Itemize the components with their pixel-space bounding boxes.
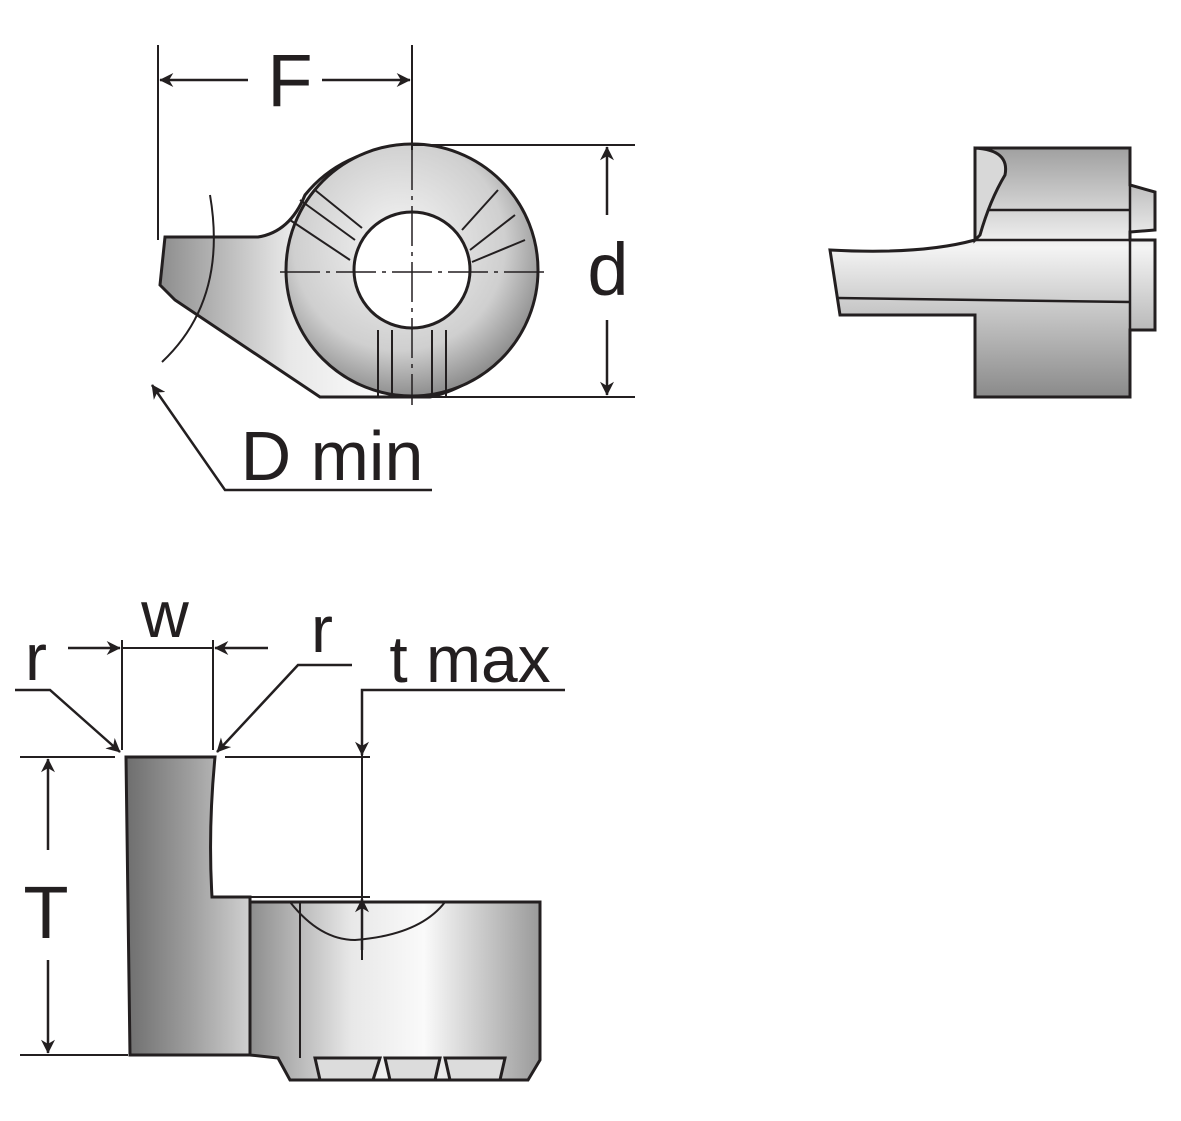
d-min-arc	[161, 194, 215, 363]
center-lines	[280, 150, 545, 405]
front-view: T w r r t max	[15, 577, 565, 1082]
label-d-min: D min	[241, 417, 424, 495]
label-t: T	[23, 871, 68, 954]
d-extension-lines	[412, 144, 635, 398]
top-view: F d D min	[150, 39, 635, 495]
r-right-leader	[216, 663, 352, 753]
base-edges	[289, 901, 446, 1058]
w-extension-lines	[121, 640, 214, 750]
label-f: F	[267, 39, 312, 122]
r-left-leader	[15, 688, 121, 753]
label-d: d	[587, 228, 628, 311]
label-r-right: r	[311, 592, 333, 666]
chip-grooves	[289, 189, 526, 397]
bottom-teeth	[313, 1056, 507, 1082]
label-w: w	[140, 577, 189, 651]
f-extension-lines	[157, 45, 413, 240]
side-chipbreaker	[973, 146, 1008, 244]
t-max-arrow-top	[355, 688, 565, 756]
d-min-leader	[150, 384, 432, 492]
label-t-max: t max	[389, 622, 550, 696]
side-view	[828, 146, 1157, 399]
side-edges	[837, 185, 1132, 330]
cutting-blade	[124, 755, 252, 1057]
t-extension-lines	[20, 756, 128, 1056]
label-r-left: r	[25, 620, 47, 694]
insert-base	[248, 900, 542, 1082]
